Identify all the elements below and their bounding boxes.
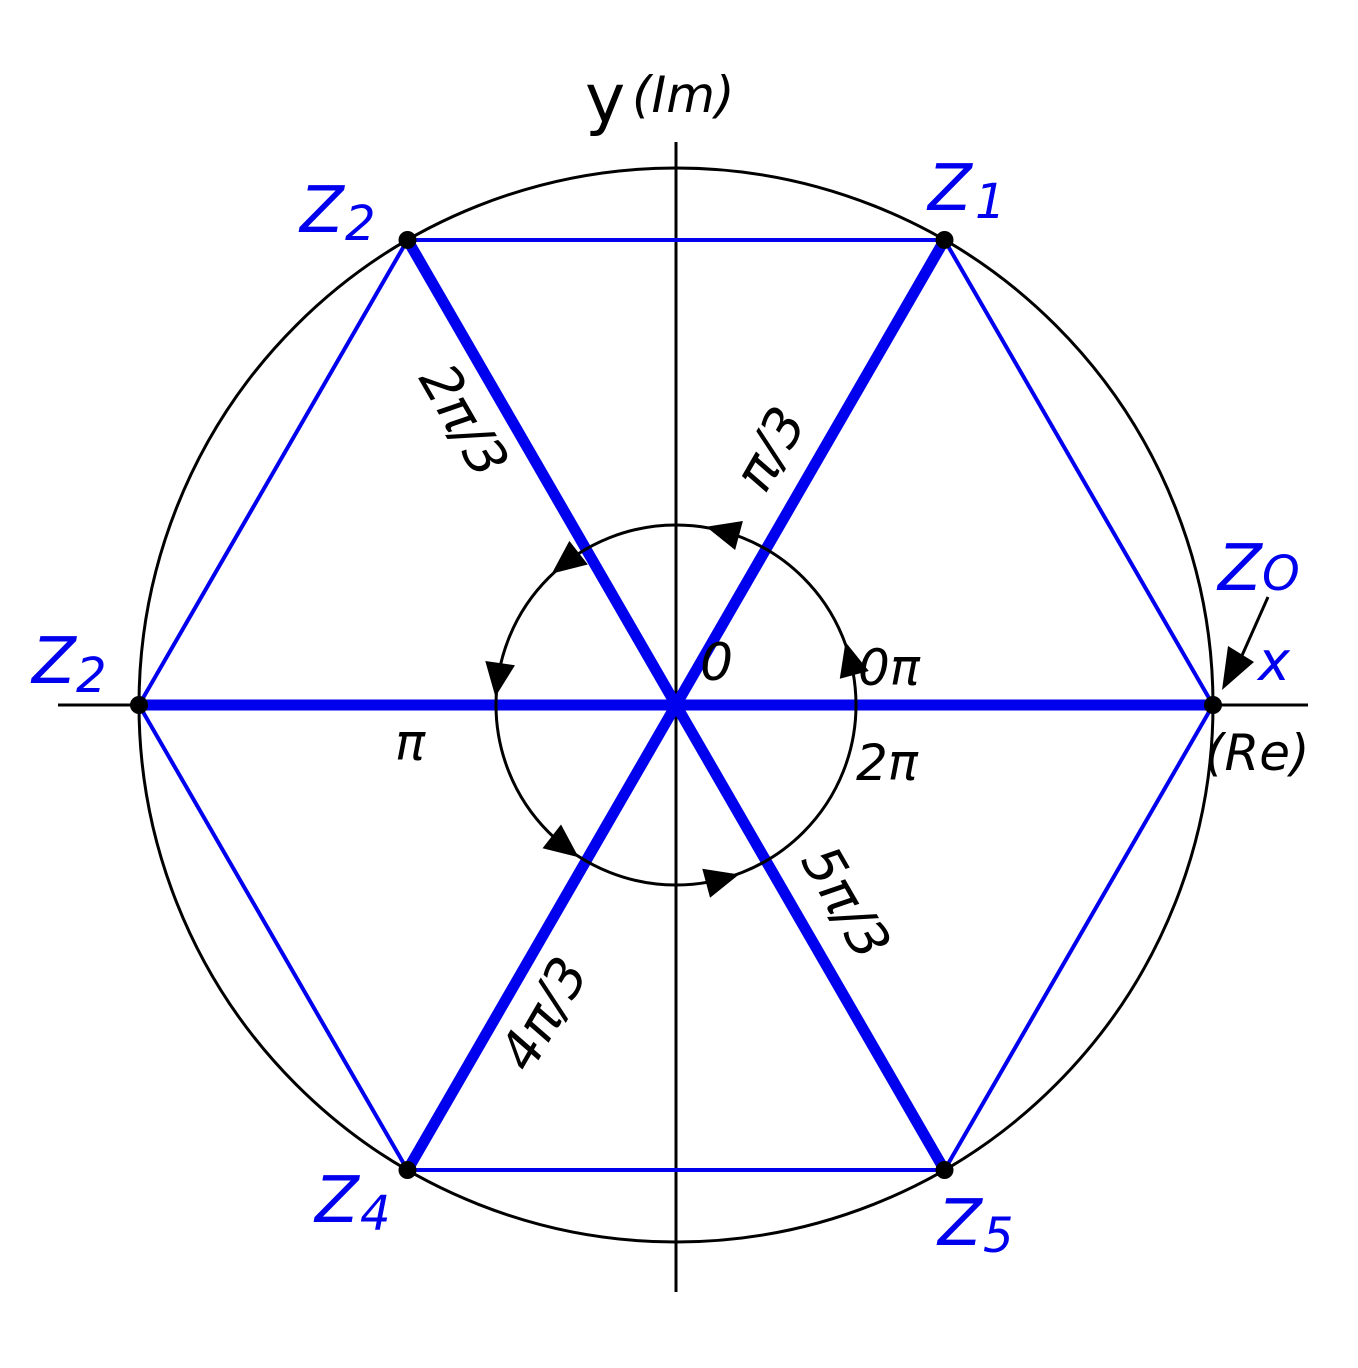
svg-text:Z: Z — [298, 174, 345, 248]
z0-pointer-line — [1238, 596, 1270, 661]
angle-arrowhead — [485, 661, 515, 697]
label-z4: Z 4 — [313, 1164, 391, 1242]
label-z5: Z 5 — [936, 1187, 1014, 1264]
angle-arrowhead — [551, 540, 588, 574]
svg-text:Z: Z — [30, 625, 77, 699]
spoke-z5 — [670, 699, 950, 1176]
label-z2-left: Z 2 — [30, 625, 107, 704]
svg-text:5: 5 — [983, 1208, 1014, 1264]
vertex-dot-z4 — [398, 1161, 417, 1180]
angle-label-0pi: 0π — [858, 639, 921, 697]
spoke-z1 — [670, 234, 950, 711]
origin-label: 0 — [700, 633, 733, 693]
svg-text:4: 4 — [360, 1186, 391, 1242]
svg-text:Z: Z — [1216, 532, 1263, 606]
angle-arrowhead — [702, 868, 740, 898]
angle-label-5pi-over-3: 5π/3 — [789, 835, 903, 970]
spoke-z4 — [402, 699, 682, 1176]
svg-text:Z: Z — [926, 152, 973, 226]
label-z1: Z 1 — [926, 152, 1006, 230]
svg-text:Z: Z — [936, 1187, 983, 1261]
hexagon-edge — [137, 238, 410, 706]
svg-text:2: 2 — [76, 648, 107, 704]
vertex-dot-z1 — [935, 230, 954, 249]
hexagon-edge — [942, 238, 1215, 706]
angle-label-2pi: 2π — [856, 734, 919, 792]
vertex-dot-z2b — [130, 696, 148, 714]
angle-label-pi: π — [395, 714, 426, 772]
x-axis-sub-label: (Re) — [1205, 724, 1310, 782]
label-z0: Z O — [1216, 532, 1300, 606]
angle-label-2pi-over-3: 2π/3 — [407, 353, 521, 488]
angle-circle — [494, 523, 858, 887]
angle-arrowhead — [839, 641, 869, 679]
vertex-dot-z5 — [935, 1161, 954, 1180]
hexagon-edge — [137, 704, 410, 1172]
svg-text:O: O — [1262, 546, 1300, 602]
spoke-z2a — [402, 234, 682, 711]
svg-text:2: 2 — [345, 196, 376, 252]
svg-text:1: 1 — [975, 174, 1006, 230]
hexagon-edges — [137, 237, 1215, 1173]
vertex-dots — [130, 230, 1222, 1180]
angle-arrowhead — [706, 521, 743, 551]
vertex-dot-z2a — [398, 230, 417, 249]
y-axis-label: y — [585, 60, 625, 139]
svg-text:Z: Z — [313, 1164, 360, 1238]
label-z2-top: Z 2 — [298, 174, 376, 252]
angle-arrowhead — [542, 824, 579, 858]
y-axis-sub-label: (Im) — [632, 66, 734, 124]
z0-pointer-arrowhead — [1222, 646, 1254, 690]
hexagon-edge — [942, 704, 1215, 1172]
angle-arrows — [485, 521, 869, 898]
x-axis-label: x — [1256, 630, 1291, 693]
vertex-dot-z0 — [1204, 696, 1222, 714]
spokes — [133, 234, 1219, 1176]
